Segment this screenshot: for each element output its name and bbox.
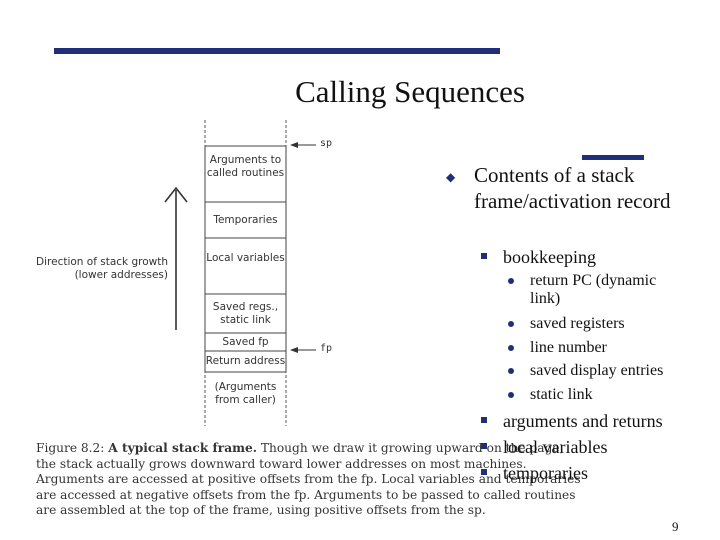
growth-arrow-head xyxy=(164,186,188,203)
caption-body: Though we draw it growing upward on the … xyxy=(36,441,581,518)
square-bullet-icon xyxy=(481,469,487,475)
title-rule xyxy=(54,48,500,54)
main-bullet-text: Contents of a stack frame/activation rec… xyxy=(474,163,671,213)
bullet-text: local variables xyxy=(503,437,608,457)
cell-temporaries: Temporaries xyxy=(213,214,278,226)
sub-bullet-text: saved display entries xyxy=(530,362,664,379)
cell-return-address: Return address xyxy=(205,355,286,367)
growth-direction-label: Direction of stack growth (lower address… xyxy=(36,256,168,281)
cell-local-variables: Local variables xyxy=(206,252,285,264)
fp-pointer-arrow xyxy=(290,347,298,353)
caption-heading: A typical stack frame. xyxy=(108,441,257,455)
cell-arguments-from-caller: (Arguments from caller) xyxy=(214,381,277,406)
bullet-text: temporaries xyxy=(503,463,588,483)
dot-bullet-icon xyxy=(508,368,514,374)
dot-bullet-icon xyxy=(508,392,514,398)
diamond-bullet-icon: ◆ xyxy=(446,170,456,184)
square-bullet-icon xyxy=(481,417,487,423)
cell-arguments-to-called: Arguments to called routines xyxy=(206,154,285,179)
caption-label: Figure 8.2: xyxy=(36,441,105,455)
dot-bullet-icon xyxy=(508,321,514,327)
cell-saved-regs: Saved regs., static link xyxy=(212,301,279,326)
sub-bullet-text: static link xyxy=(530,386,593,403)
sub-bullet-text: return PC (dynamic link) xyxy=(530,272,657,307)
slide-title: Calling Sequences xyxy=(295,74,525,109)
page-number: 9 xyxy=(672,519,679,534)
sub-bullet-text: line number xyxy=(530,339,607,356)
sp-label: sp xyxy=(320,138,333,149)
bullet-text: arguments and returns xyxy=(503,411,663,431)
dot-bullet-icon xyxy=(508,278,514,284)
fp-label: fp xyxy=(320,343,333,354)
bullet-accent-rule xyxy=(582,155,644,160)
frame-box xyxy=(204,145,287,373)
sub-bullet-text: saved registers xyxy=(530,315,625,332)
dot-bullet-icon xyxy=(508,345,514,351)
figure-caption: Figure 8.2: A typical stack frame. Thoug… xyxy=(36,441,581,519)
sp-pointer-arrow xyxy=(290,142,298,148)
square-bullet-icon xyxy=(481,443,487,449)
square-bullet-icon xyxy=(481,253,487,259)
bullet-text: bookkeeping xyxy=(503,247,596,267)
cell-saved-fp: Saved fp xyxy=(222,336,269,348)
